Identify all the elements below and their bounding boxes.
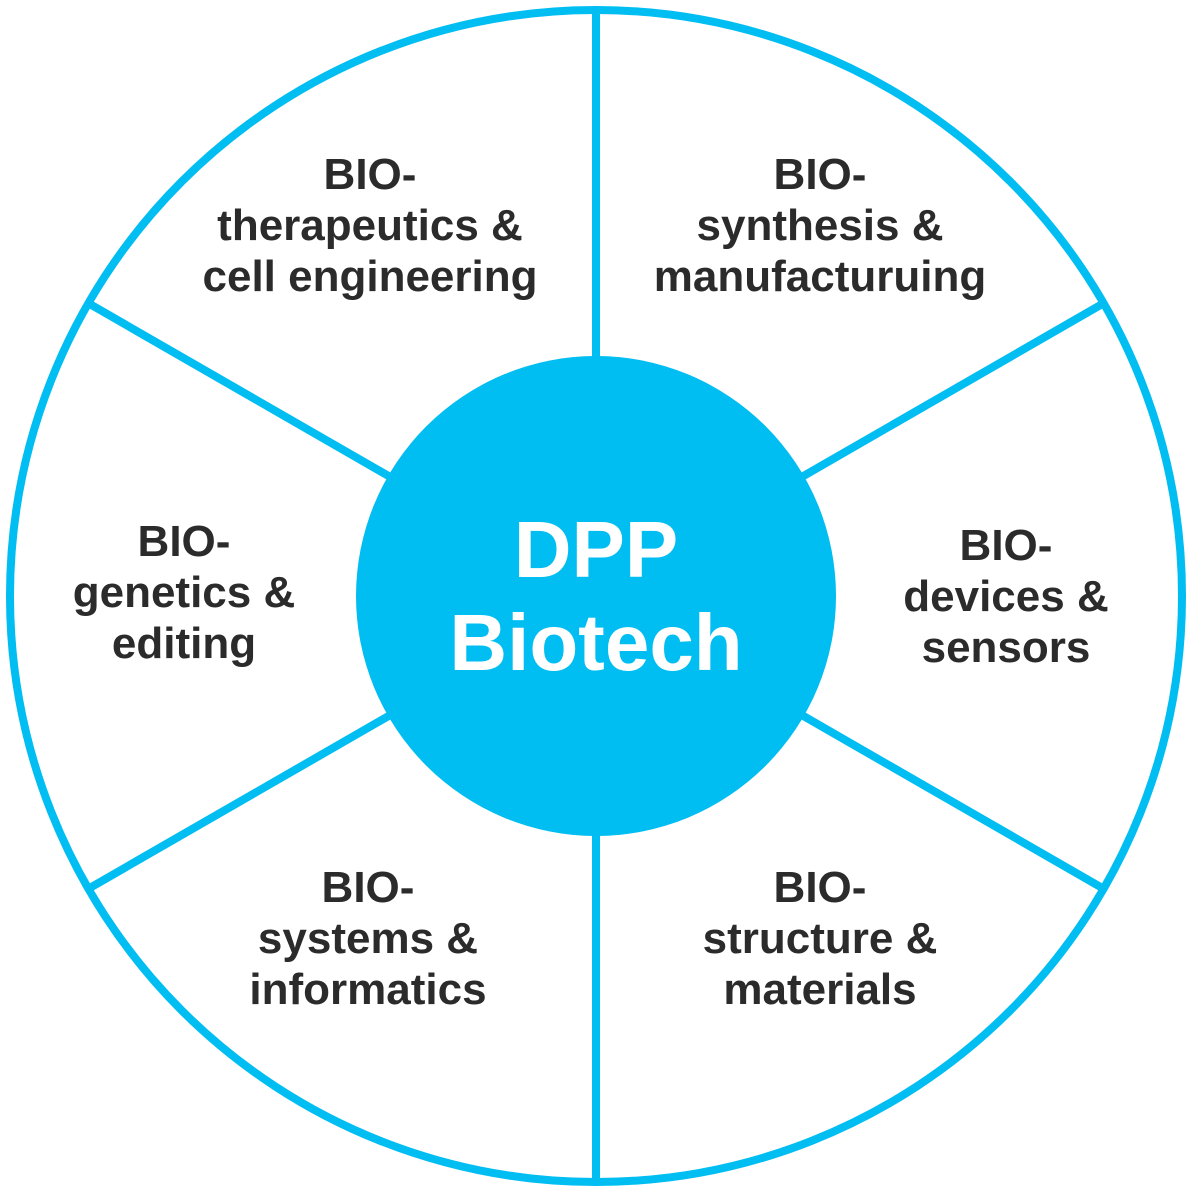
segment-systems-line-2: systems & xyxy=(258,914,478,963)
segment-therapeutics-line-3: cell engineering xyxy=(203,252,538,301)
segment-structure: BIO- structure & materials xyxy=(703,863,938,1014)
divider-lower-left xyxy=(86,710,394,893)
divider-lower-right xyxy=(798,710,1106,893)
segment-synthesis: BIO- synthesis & manufacturuing xyxy=(654,150,986,301)
segment-genetics-line-3: editing xyxy=(112,619,256,668)
segment-devices-line-2: devices & xyxy=(903,572,1108,621)
segment-synthesis-line-1: BIO- xyxy=(774,150,867,199)
segment-systems-line-1: BIO- xyxy=(322,863,415,912)
segment-therapeutics-line-2: therapeutics & xyxy=(217,201,523,250)
segment-structure-line-1: BIO- xyxy=(774,863,867,912)
segment-devices: BIO- devices & sensors xyxy=(903,521,1108,672)
segment-genetics-line-2: genetics & xyxy=(73,568,296,617)
segment-dividers xyxy=(86,10,1106,1182)
segment-genetics-line-1: BIO- xyxy=(138,517,231,566)
center-title-line-1: DPP xyxy=(514,505,679,594)
segment-genetics: BIO- genetics & editing xyxy=(73,517,296,668)
center-title-line-2: Biotech xyxy=(449,598,742,687)
segment-systems: BIO- systems & informatics xyxy=(249,863,486,1014)
divider-upper-right xyxy=(798,299,1106,482)
segment-therapeutics-line-1: BIO- xyxy=(324,150,417,199)
segment-structure-line-3: materials xyxy=(723,965,916,1014)
center-hub xyxy=(356,356,836,836)
segment-devices-line-1: BIO- xyxy=(960,521,1053,570)
segment-synthesis-line-3: manufacturuing xyxy=(654,252,986,301)
segment-systems-line-3: informatics xyxy=(249,965,486,1014)
segment-devices-line-3: sensors xyxy=(922,623,1091,672)
segment-structure-line-2: structure & xyxy=(703,914,938,963)
segment-therapeutics: BIO- therapeutics & cell engineering xyxy=(203,150,538,301)
divider-upper-left xyxy=(86,299,394,482)
segment-synthesis-line-2: synthesis & xyxy=(697,201,944,250)
